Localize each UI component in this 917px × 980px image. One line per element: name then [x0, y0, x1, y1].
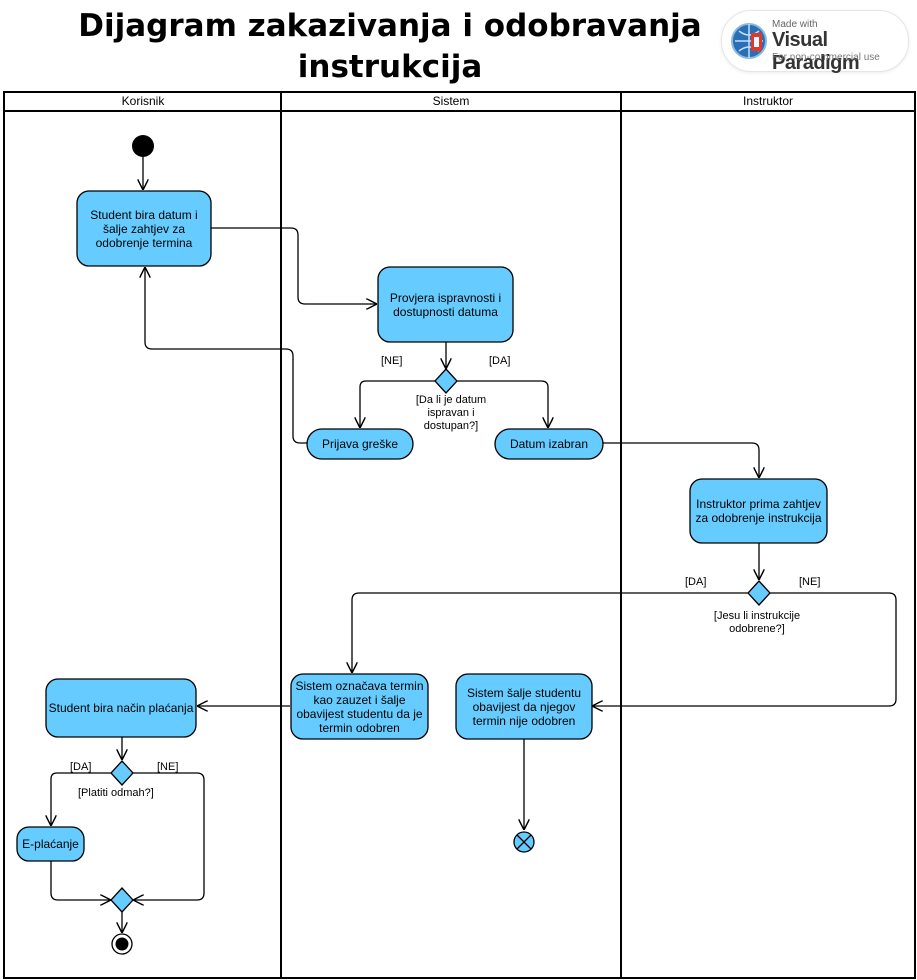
guard-placanje-yes: [DA]	[70, 761, 92, 773]
flow-final-node	[513, 831, 535, 853]
decision-odobreno	[747, 580, 771, 606]
activity-final-node	[111, 933, 133, 955]
control-flows	[50, 157, 897, 933]
action-a9[interactable]	[16, 826, 85, 862]
action-a6[interactable]	[290, 673, 429, 740]
diagram-title: Dijagram zakazivanja i odobravanja instr…	[78, 8, 702, 85]
guard-odobreno-no: [NE]	[799, 576, 821, 588]
flow-a3-to-a1	[145, 267, 307, 444]
flow-d1-to-a3	[360, 380, 435, 428]
decision-placanje	[110, 760, 134, 786]
visual-paradigm-logo-icon	[731, 23, 767, 59]
decision-datum	[434, 368, 458, 394]
logo-brand: Visual Paradigm	[772, 29, 860, 74]
visual-paradigm-logo[interactable]: Made with Visual Paradigm For non-commer…	[721, 10, 909, 74]
lane-header-instruktor: Instruktor	[743, 94, 793, 108]
action-nodes	[16, 190, 828, 862]
decision-nodes	[110, 368, 771, 913]
guard-odobreno-question: [Jesu li instrukcije odobrene?]	[713, 610, 801, 635]
logo-made-with: Made with	[772, 19, 818, 30]
flow-a4-to-a5	[603, 442, 759, 478]
guard-odobreno-yes: [DA]	[685, 576, 707, 588]
action-a1[interactable]	[76, 190, 212, 267]
action-a2[interactable]	[377, 266, 514, 343]
action-a4[interactable]	[494, 428, 604, 460]
guard-placanje-no: [NE]	[157, 761, 179, 773]
flow-d3-no-to-merge	[133, 772, 205, 900]
guard-datum-question: [Da li je datum ispravan i dostupan?]	[415, 394, 487, 432]
action-a3[interactable]	[306, 428, 414, 460]
flow-a9-to-merge	[50, 861, 111, 900]
flow-d2-to-a6	[352, 592, 748, 673]
lane-header-korisnik: Korisnik	[122, 94, 166, 108]
initial-node	[132, 135, 154, 157]
swimlanes: Korisnik Sistem Instruktor	[3, 91, 916, 979]
guard-placanje-question: [Platiti odmah?]	[78, 787, 154, 799]
lane-header-sistem: Sistem	[433, 94, 470, 108]
flow-d2-to-a7	[592, 592, 897, 706]
flow-d3-to-a9	[51, 772, 111, 826]
logo-note: For non-commercial use	[772, 52, 880, 63]
merge-node	[110, 887, 134, 913]
flow-d1-to-a4	[457, 380, 548, 428]
guard-datum-no: [NE]	[381, 355, 403, 367]
action-a5[interactable]	[689, 478, 828, 544]
action-a7[interactable]	[455, 673, 593, 740]
flow-a1-to-a2	[211, 227, 377, 304]
action-a8[interactable]	[45, 678, 197, 738]
guard-datum-yes: [DA]	[489, 355, 511, 367]
